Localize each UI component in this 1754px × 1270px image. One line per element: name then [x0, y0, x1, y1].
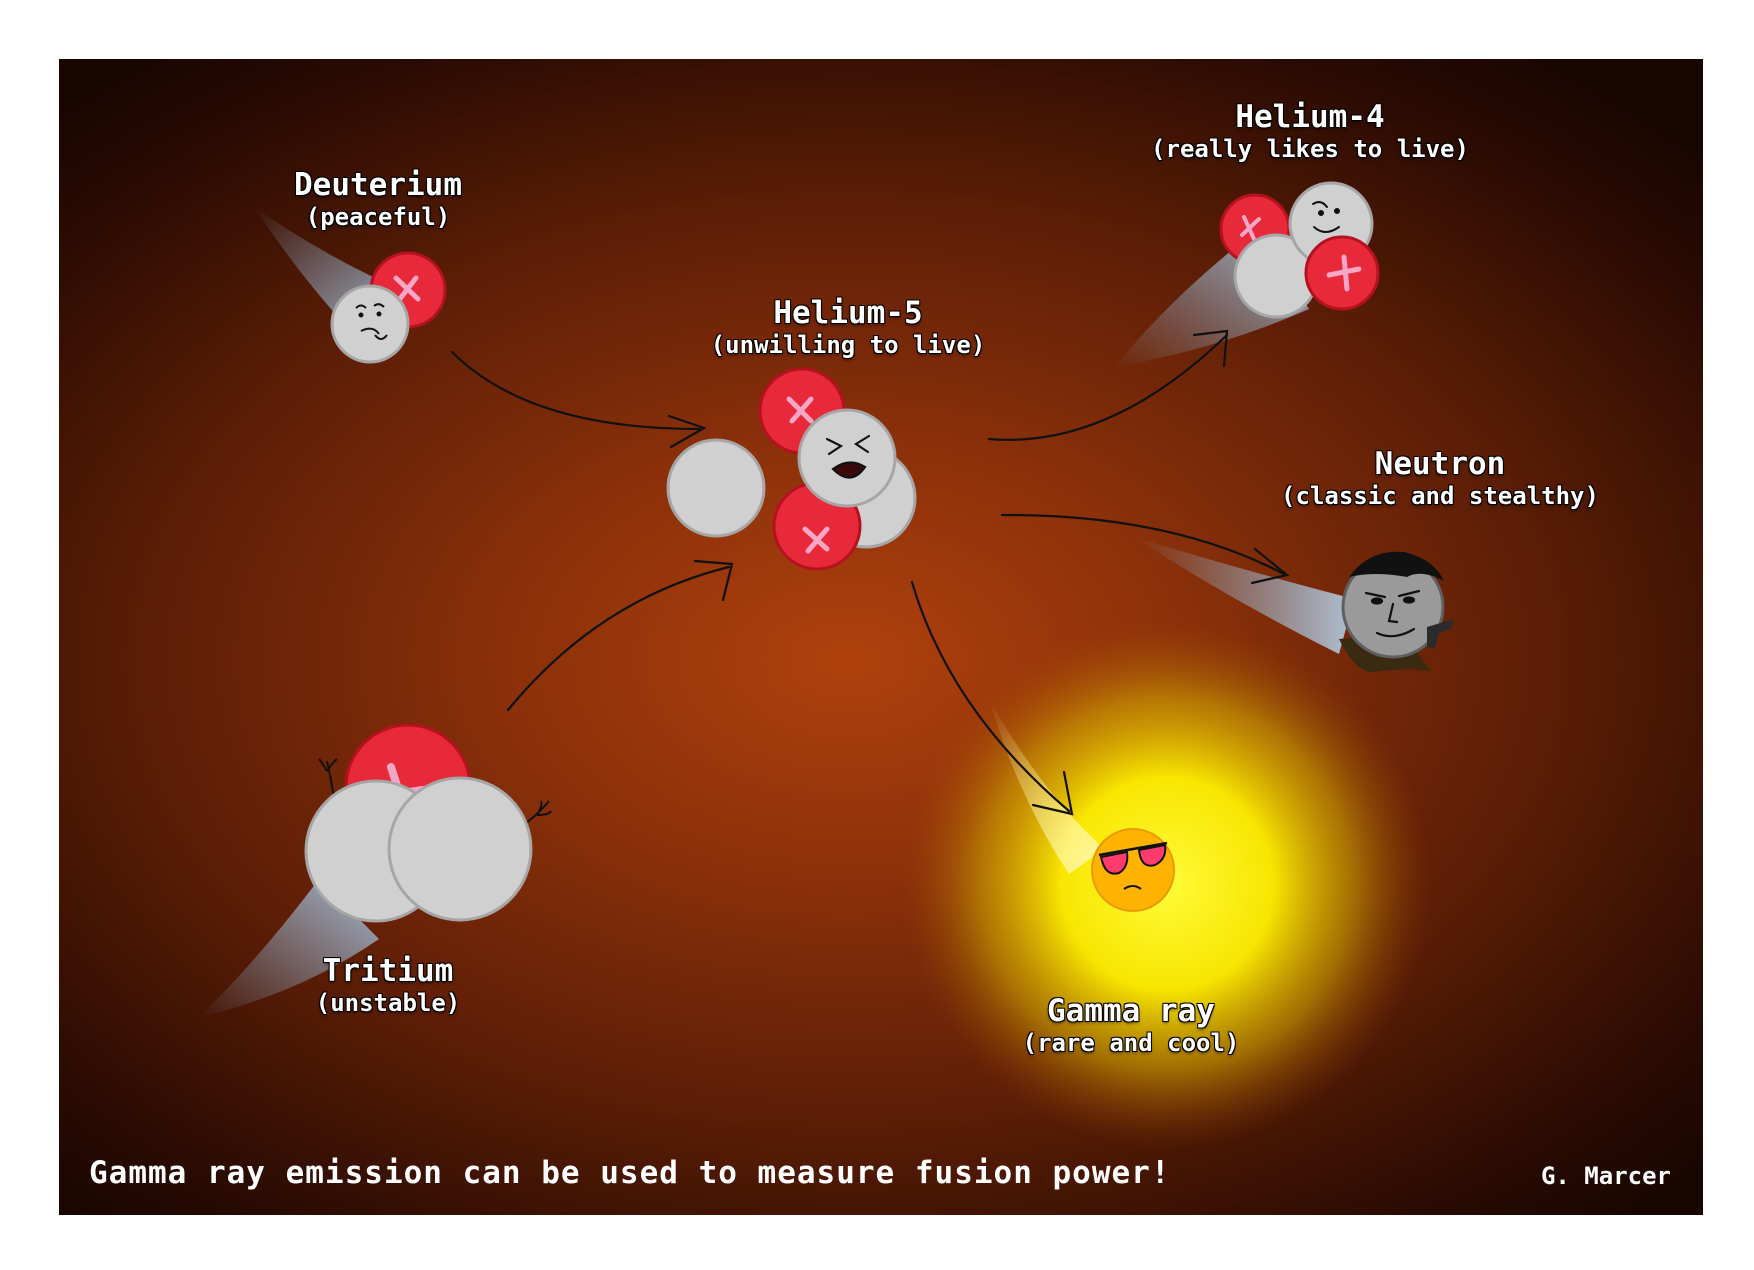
proton-plus-icon — [1240, 215, 1261, 241]
helium5-particle — [666, 367, 917, 571]
proton-plus-icon — [786, 396, 814, 424]
face-icon — [355, 303, 388, 340]
deuterium-name: Deuterium — [294, 167, 462, 203]
gamma-particle — [1091, 828, 1175, 912]
arrow-icon — [667, 414, 707, 449]
gamma-label: Gamma ray (rare and cool) — [1023, 994, 1240, 1058]
tritium-name: Tritium — [322, 953, 454, 989]
gamma-name: Gamma ray — [1047, 993, 1215, 1029]
tritium-trail — [199, 879, 379, 1017]
arrow-icon — [987, 333, 1229, 441]
helium4-name: Helium-4 — [1235, 99, 1385, 135]
gamma-description: (rare and cool) — [1022, 1029, 1240, 1057]
illustration-panel: Deuterium (peaceful) Helium-5 (unwilling… — [59, 59, 1703, 1215]
proton-plus-icon — [802, 526, 830, 554]
author-credit: G. Marcer — [1540, 1162, 1671, 1190]
arrow-icon — [693, 559, 734, 602]
helium4-description: (really likes to live) — [1151, 135, 1469, 163]
deuterium-description: (peaceful) — [305, 203, 451, 231]
helium4-particle — [1219, 181, 1380, 319]
tritium-label: Tritium (unstable) — [316, 954, 461, 1018]
caption: Gamma ray emission can be used to measur… — [89, 1155, 1171, 1191]
tritium-arm — [318, 758, 338, 798]
tritium-description: (unstable) — [315, 989, 461, 1017]
neutron-particle — [1339, 551, 1454, 673]
gamma-trail — [989, 699, 1104, 874]
proton-plus-icon — [393, 275, 421, 303]
face-icon — [1123, 885, 1142, 890]
deuterium-label: Deuterium (peaceful) — [294, 168, 462, 232]
reaction-arrows — [450, 329, 1290, 816]
neutron-trail — [1134, 537, 1354, 654]
fusion-diagram — [199, 181, 1454, 1149]
neutron-description: (classic and stealthy) — [1281, 482, 1599, 510]
helium5-label: Helium-5 (unwilling to live) — [711, 296, 986, 360]
helium5-description: (unwilling to live) — [710, 331, 986, 359]
arrow-icon — [1031, 770, 1074, 816]
helium5-name: Helium-5 — [773, 295, 923, 331]
helium4-label: Helium-4 (really likes to live) — [1151, 100, 1469, 164]
face-icon — [825, 434, 871, 479]
arrow-icon — [450, 350, 701, 431]
pistol-icon — [1427, 619, 1454, 649]
sunglasses-icon — [1098, 841, 1168, 875]
arrow-icon — [1250, 547, 1290, 585]
neutron-label: Neutron (classic and stealthy) — [1281, 447, 1599, 511]
arrow-icon — [1000, 513, 1286, 576]
face-icon — [1364, 589, 1421, 638]
arrow-icon — [1192, 329, 1229, 368]
arrow-icon — [506, 565, 731, 712]
face-icon — [1312, 201, 1340, 233]
deuterium-particle — [330, 251, 447, 364]
tritium-particle — [304, 723, 552, 923]
arrow-icon — [910, 580, 1071, 813]
neutron-name: Neutron — [1374, 446, 1506, 482]
proton-plus-icon — [1326, 254, 1362, 292]
